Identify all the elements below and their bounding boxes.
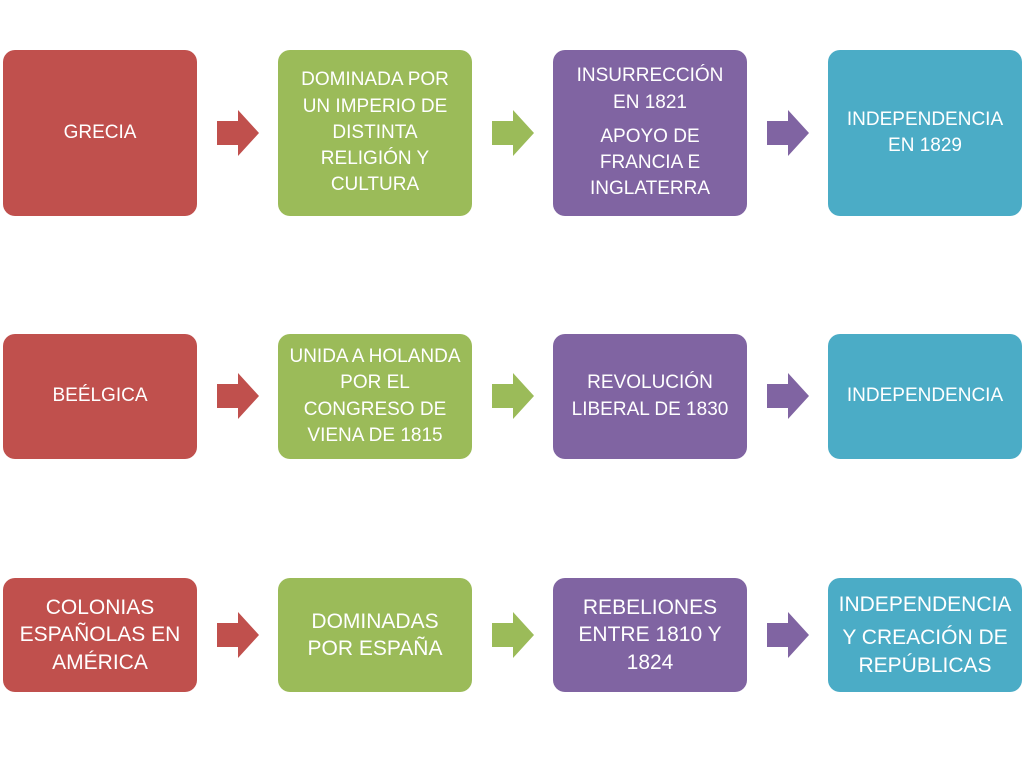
box-text: COLONIAS ESPAÑOLAS EN AMÉRICA [19,596,181,674]
box-text: BEÉLGICA [52,385,148,407]
context-box-belgica: UNIDA A HOLANDA POR EL CONGRESO DE VIENA… [278,334,472,459]
arrow-right-icon [217,612,259,658]
arrow-right-icon [767,110,809,156]
box-text: APOYO DE FRANCIA E INGLATERRA [589,125,710,200]
result-box-colonias: INDEPENDENCIA Y CREACIÓN DE REPÚBLICAS [828,578,1022,692]
box-text: INDEPENDENCIA [838,593,1012,617]
box-text: GRECIA [63,121,137,143]
box-text: Y CREACIÓN DE REPÚBLICAS [842,626,1008,677]
arrow-right-icon [767,373,809,419]
event-box-grecia: INSURRECCIÓN EN 1821 APOYO DE FRANCIA E … [553,50,747,216]
arrow-right-icon [767,612,809,658]
box-text: UNIDA A HOLANDA POR EL CONGRESO DE VIENA… [289,346,461,446]
box-text: DOMINADAS POR ESPAÑA [307,609,443,660]
box-text: DOMINADA POR UN IMPERIO DE DISTINTA RELI… [301,69,449,196]
box-text: REVOLUCIÓN LIBERAL DE 1830 [571,372,729,420]
event-box-belgica: REVOLUCIÓN LIBERAL DE 1830 [553,334,747,459]
box-text: INDEPENDENCIA EN 1829 [846,108,1004,156]
arrow-right-icon [217,373,259,419]
event-box-colonias: REBELIONES ENTRE 1810 Y 1824 [553,578,747,692]
result-box-grecia: INDEPENDENCIA EN 1829 [828,50,1022,216]
context-box-colonias: DOMINADAS POR ESPAÑA [278,578,472,692]
arrow-right-icon [217,110,259,156]
arrow-right-icon [492,373,534,419]
box-text: INSURRECCIÓN EN 1821 [576,65,724,113]
box-text: INDEPENDENCIA [846,385,1004,407]
country-box-colonias: COLONIAS ESPAÑOLAS EN AMÉRICA [3,578,197,692]
context-box-grecia: DOMINADA POR UN IMPERIO DE DISTINTA RELI… [278,50,472,216]
country-box-belgica: BEÉLGICA [3,334,197,459]
country-box-grecia: GRECIA [3,50,197,216]
arrow-right-icon [492,612,534,658]
result-box-belgica: INDEPENDENCIA [828,334,1022,459]
box-text: REBELIONES ENTRE 1810 Y 1824 [578,596,722,674]
arrow-right-icon [492,110,534,156]
